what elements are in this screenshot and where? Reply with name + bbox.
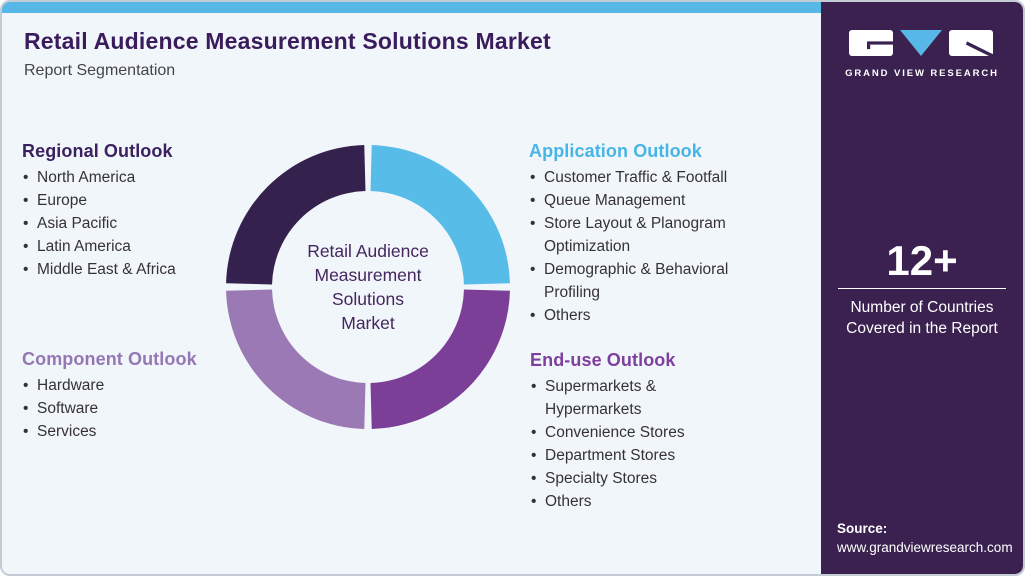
- enduse-outlook-heading: End-use Outlook: [530, 350, 676, 370]
- list-item: Middle East & Africa: [22, 258, 237, 281]
- source-url: www.grandviewresearch.com: [837, 540, 1013, 555]
- list-item: Software: [22, 397, 237, 420]
- section-regional-outlook: Regional Outlook North America Europe As…: [22, 141, 237, 281]
- regional-outlook-heading: Regional Outlook: [22, 141, 173, 161]
- donut-segment: [226, 289, 366, 429]
- list-item: Convenience Stores: [530, 421, 710, 444]
- brand-logo-block: GRAND VIEW RESEARCH: [821, 27, 1023, 79]
- donut-chart-svg: [226, 145, 510, 429]
- header: Retail Audience Measurement Solutions Ma…: [24, 28, 551, 80]
- component-outlook-heading: Component Outlook: [22, 349, 197, 369]
- stat-divider: [838, 288, 1006, 289]
- page-title: Retail Audience Measurement Solutions Ma…: [24, 28, 551, 54]
- component-outlook-list: Hardware Software Services: [22, 374, 237, 443]
- list-item: Customer Traffic & Footfall: [529, 166, 781, 189]
- main-panel: Retail Audience Measurement Solutions Ma…: [2, 2, 821, 574]
- stat-caption: Number of Countries Covered in the Repor…: [846, 299, 998, 337]
- list-item: Demographic & Behavioral Profiling: [529, 258, 781, 304]
- list-item: Specialty Stores: [530, 467, 710, 490]
- top-accent-bar: [2, 2, 821, 13]
- stat-value: 12+: [886, 237, 958, 284]
- section-component-outlook: Component Outlook Hardware Software Serv…: [22, 349, 237, 443]
- sidebar: GRAND VIEW RESEARCH 12+ Number of Countr…: [821, 2, 1023, 574]
- donut-chart: Retail Audience Measurement Solutions Ma…: [226, 145, 510, 429]
- page-subtitle: Report Segmentation: [24, 62, 176, 79]
- brand-name: GRAND VIEW RESEARCH: [845, 68, 999, 79]
- section-application-outlook: Application Outlook Customer Traffic & F…: [529, 141, 781, 327]
- list-item: North America: [22, 166, 237, 189]
- application-outlook-list: Customer Traffic & Footfall Queue Manage…: [529, 166, 781, 327]
- section-enduse-outlook: End-use Outlook Supermarkets & Hypermark…: [530, 350, 710, 513]
- list-item: Hardware: [22, 374, 237, 397]
- donut-segment: [370, 289, 510, 429]
- list-item: Queue Management: [529, 189, 781, 212]
- list-item: Department Stores: [530, 444, 710, 467]
- source-label: Source:: [837, 521, 888, 536]
- application-outlook-heading: Application Outlook: [529, 141, 702, 161]
- list-item: Asia Pacific: [22, 212, 237, 235]
- list-item: Store Layout & Planogram Optimization: [529, 212, 781, 258]
- donut-segment: [370, 145, 510, 285]
- enduse-outlook-list: Supermarkets & Hypermarkets Convenience …: [530, 375, 710, 513]
- donut-segment: [226, 145, 366, 285]
- list-item: Others: [530, 490, 710, 513]
- countries-stat: 12+ Number of Countries Covered in the R…: [821, 239, 1023, 339]
- gvr-logo-icon: [849, 30, 993, 56]
- list-item: Europe: [22, 189, 237, 212]
- list-item: Supermarkets & Hypermarkets: [530, 375, 710, 421]
- source-block: Source: www.grandviewresearch.com: [837, 519, 1013, 557]
- list-item: Others: [529, 304, 781, 327]
- regional-outlook-list: North America Europe Asia Pacific Latin …: [22, 166, 237, 281]
- list-item: Services: [22, 420, 237, 443]
- list-item: Latin America: [22, 235, 237, 258]
